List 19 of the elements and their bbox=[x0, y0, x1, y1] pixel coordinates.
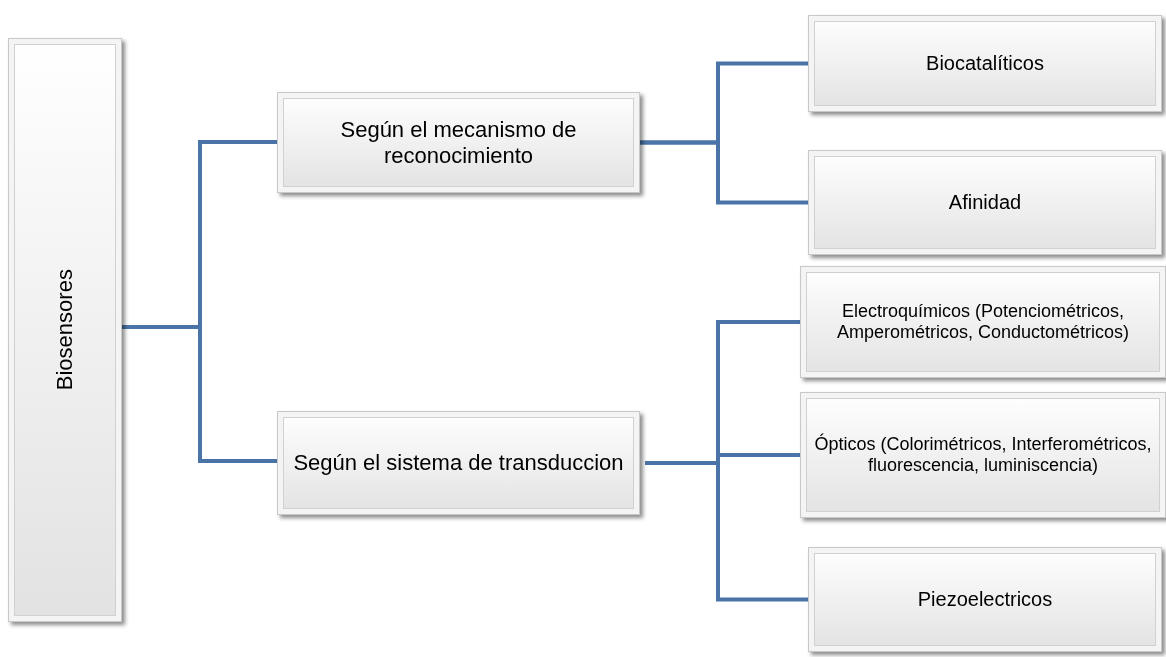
category-box bbox=[800, 392, 1166, 518]
connector-line bbox=[122, 325, 277, 463]
root-box bbox=[8, 38, 122, 622]
category-box bbox=[808, 547, 1162, 652]
node-label: Piezoelectricos bbox=[916, 588, 1054, 611]
category-box bbox=[808, 15, 1162, 112]
node-label: Según el mecanismo de reconocimiento bbox=[339, 117, 578, 168]
category-box bbox=[277, 92, 640, 193]
connector-line bbox=[640, 140, 808, 205]
category-box bbox=[808, 150, 1162, 255]
category-box bbox=[800, 266, 1166, 378]
node-label: Electroquímicos (Potenciométricos, Amperométricos, Conductométricos) bbox=[835, 301, 1131, 343]
connector-line bbox=[645, 461, 808, 602]
node-label: Biocatalíticos bbox=[925, 52, 1045, 75]
node-label: Según el sistema de transduccion bbox=[292, 450, 625, 476]
node-label: Afinidad bbox=[947, 191, 1023, 214]
node-label: Ópticos (Colorimétricos, Interferométricos, fluorescencia, luminiscencia) bbox=[813, 434, 1153, 476]
node-label: Biosensores bbox=[52, 269, 78, 391]
category-box bbox=[277, 411, 640, 515]
